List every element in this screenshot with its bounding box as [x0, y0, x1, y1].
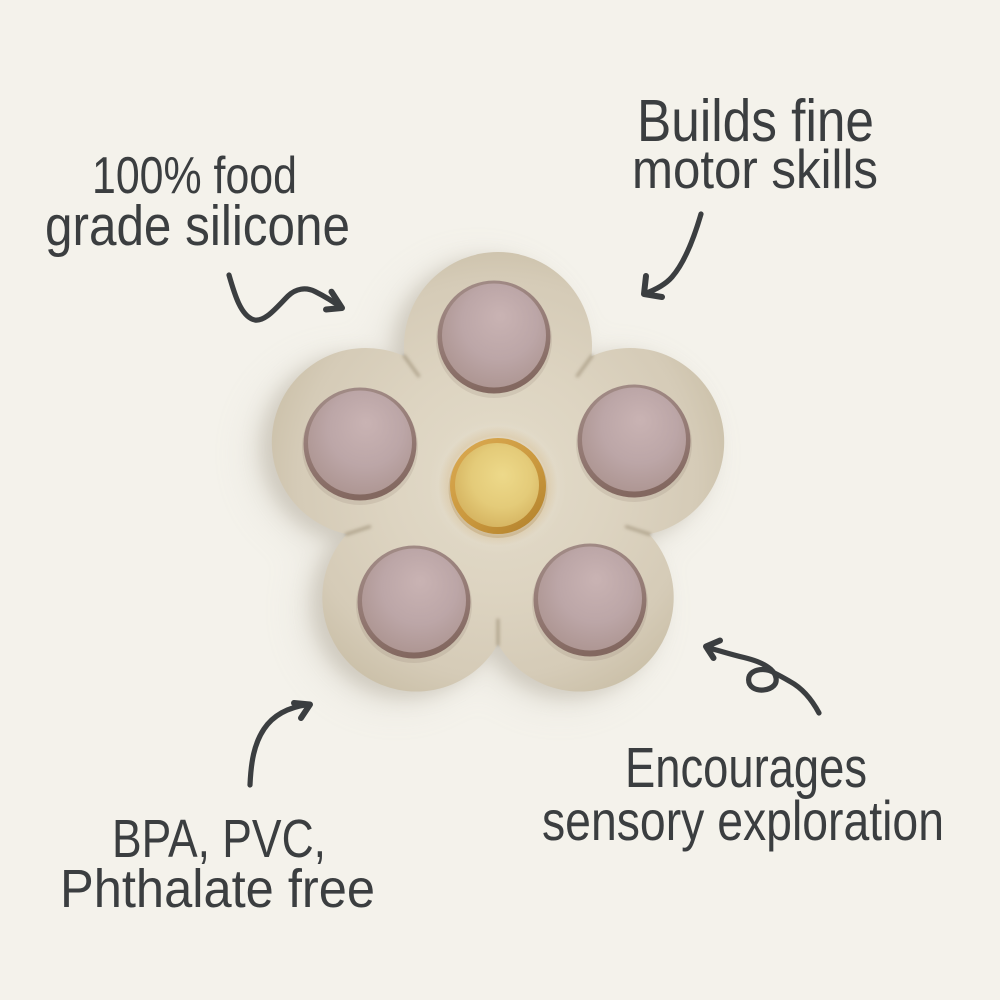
svg-text:BPA, PVC,: BPA, PVC,	[112, 809, 326, 869]
svg-text:Builds fine: Builds fine	[637, 88, 874, 154]
svg-text:100% food: 100% food	[92, 147, 297, 205]
svg-text:Encourages: Encourages	[625, 736, 867, 800]
svg-text:Phthalate free: Phthalate free	[60, 859, 375, 919]
svg-text:sensory exploration: sensory exploration	[542, 789, 944, 852]
svg-text:grade silicone: grade silicone	[45, 194, 350, 258]
svg-text:motor skills: motor skills	[632, 138, 878, 200]
